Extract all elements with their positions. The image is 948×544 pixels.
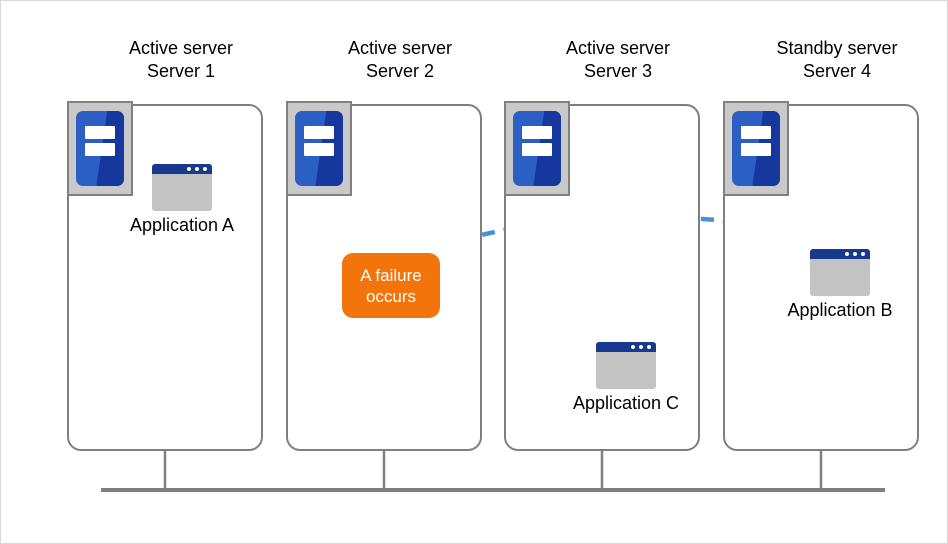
failure-line-1: A failure [360, 265, 422, 285]
failure-callout: A failure occurs [342, 253, 440, 318]
server-role-2: Active server [347, 38, 453, 58]
server-icon-3 [504, 101, 570, 196]
server-title-2: Active server Server 2 [290, 37, 510, 83]
server-name-3: Server 3 [583, 61, 653, 81]
application-a-label: Application A [129, 215, 235, 235]
server-role-3: Active server [565, 38, 671, 58]
server-role-1: Active server [128, 38, 234, 58]
server-name-1: Server 1 [146, 61, 216, 81]
application-b[interactable]: Application B [784, 249, 896, 321]
server-role-4: Standby server [776, 38, 898, 58]
application-window-icon [152, 164, 212, 211]
server-title-1: Active server Server 1 [71, 37, 291, 83]
server-icon-2 [286, 101, 352, 196]
server-name-2: Server 2 [365, 61, 435, 81]
server-title-3: Active server Server 3 [508, 37, 728, 83]
application-b-label: Application B [787, 300, 893, 320]
server-name-4: Server 4 [802, 61, 872, 81]
network-bus-line [101, 451, 885, 492]
failure-line-2: occurs [365, 286, 417, 306]
server-title-4: Standby server Server 4 [727, 37, 947, 83]
application-c-label: Application C [572, 393, 680, 413]
server-icon-1 [67, 101, 133, 196]
application-window-icon [810, 249, 870, 296]
server-icon-4 [723, 101, 789, 196]
application-window-icon [596, 342, 656, 389]
application-c[interactable]: Application C [570, 342, 682, 414]
application-a[interactable]: Application A [126, 164, 238, 236]
server-box-1[interactable] [67, 104, 263, 451]
